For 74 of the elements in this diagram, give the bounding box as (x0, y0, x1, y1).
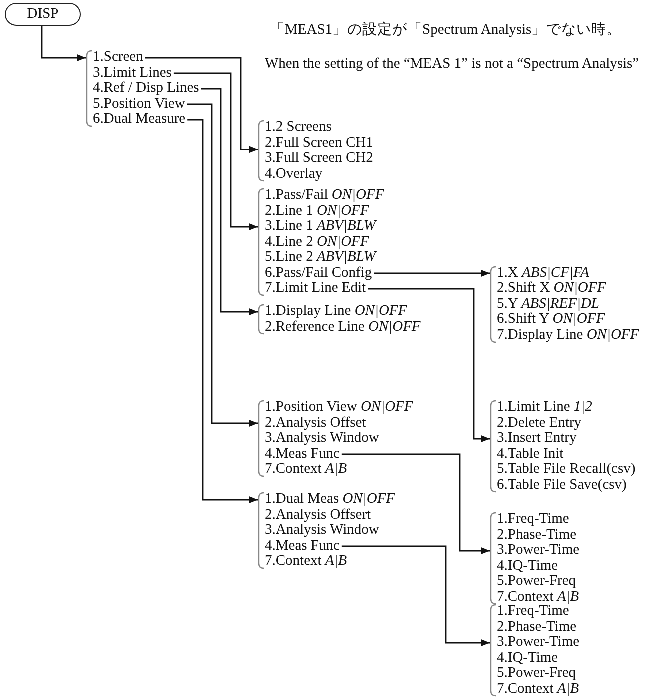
menu-item: 4.Table Init (497, 446, 564, 462)
menu-bracket (258, 188, 385, 297)
menu-item: 5.Position View (93, 96, 186, 112)
menu-item: 1.Limit Line 1|2 (497, 400, 592, 416)
menu-item: 4.Ref / Disp Lines (93, 81, 200, 97)
menu-item: 3.Line 1 ABV|BLW (265, 219, 376, 235)
menu-bracket (258, 120, 374, 182)
menu-item: 2.Analysis Offsert (265, 508, 372, 524)
menu-item: 2.Reference Line ON|OFF (265, 320, 421, 336)
menu-item: 5.Y ABS|REF|DL (497, 296, 600, 312)
arrow (374, 270, 490, 278)
arrow (201, 88, 258, 316)
menu-item: 2.Analysis Offset (265, 416, 366, 432)
menu-bracket (490, 604, 581, 698)
menu-bracket (490, 266, 640, 344)
menu-item: 4.IQ-Time (497, 558, 558, 574)
menu-bracket (258, 400, 414, 478)
arrow (342, 546, 490, 647)
menu-bracket (258, 492, 396, 570)
menu-item: 1.Position View ON|OFF (265, 400, 414, 416)
menu-item: 1.Dual Meas ON|OFF (265, 492, 396, 508)
arrow (41, 26, 86, 62)
menu-item: 2.Phase-Time (497, 528, 577, 544)
menu-item: 5.Line 2 ABV|BLW (265, 250, 376, 266)
menu-item: 6.Dual Measure (93, 112, 186, 128)
menu-item: 4.Meas Func (265, 446, 340, 462)
menu-item: 7.Context A|B (497, 590, 580, 606)
arrow (145, 57, 258, 154)
menu-item: 5.Power-Freq (497, 666, 576, 682)
menu-item: 3.Analysis Window (265, 431, 380, 447)
arrow (188, 119, 258, 504)
menu-bracket (490, 512, 581, 606)
menu-item: 4.Meas Func (265, 538, 340, 554)
menu-item: 1.Freq-Time (497, 604, 570, 620)
menu-item: 2.Full Screen CH1 (265, 136, 374, 152)
menu-item: 7.Context A|B (265, 554, 348, 570)
menu-item: 1.2 Screens (265, 120, 332, 136)
menu-item: 2.Delete Entry (497, 416, 582, 432)
menu-item: 7.Limit Line Edit (265, 281, 366, 297)
arrow (187, 104, 258, 428)
note-text: 「MEAS1」の設定が「Spectrum Analysis」でない時。 (270, 20, 622, 39)
menu-bracket (86, 50, 200, 128)
menu-item: 6.Shift Y ON|OFF (497, 312, 606, 328)
arrow (342, 454, 490, 555)
rounded-key-box: DISP (5, 3, 81, 26)
menu-item: 6.Table File Save(csv) (497, 478, 627, 494)
menu-item: 4.Overlay (265, 166, 323, 182)
menu-item: 5.Power-Freq (497, 574, 576, 590)
menu-item: 1.Screen (93, 50, 144, 66)
menu-item: 3.Insert Entry (497, 431, 577, 447)
menu-item: 2.Line 1 ON|OFF (265, 204, 370, 220)
menu-item: 1.X ABS|CF|FA (497, 266, 590, 282)
menu-item: 1.Freq-Time (497, 512, 570, 528)
menu-item: 3.Limit Lines (93, 66, 172, 82)
menu-item: 2.Shift X ON|OFF (497, 281, 606, 297)
arrow (368, 288, 490, 443)
menu-item: 7.Context A|B (497, 682, 580, 698)
menu-item: 4.IQ-Time (497, 650, 558, 666)
menu-item: 4.Line 2 ON|OFF (265, 234, 370, 250)
menu-item: 1.Pass/Fail ON|OFF (265, 188, 384, 204)
menu-item: 2.Phase-Time (497, 620, 577, 636)
note-text: When the setting of the “MEAS 1” is not a “Spectrum Analysis” (265, 56, 640, 73)
menu-item: 1.Display Line ON|OFF (265, 304, 408, 320)
menu-item: 3.Analysis Window (265, 523, 380, 539)
menu-bracket (490, 400, 637, 494)
menu-item: 7.Display Line ON|OFF (497, 328, 640, 344)
menu-item: 3.Power-Time (497, 635, 580, 651)
menu-item: 7.Context A|B (265, 462, 348, 478)
menu-item: 3.Power-Time (497, 543, 580, 559)
menu-bracket (258, 304, 422, 336)
menu-item: 6.Pass/Fail Config (265, 266, 372, 282)
menu-item: 5.Table File Recall(csv) (497, 462, 636, 478)
menu-item: 3.Full Screen CH2 (265, 151, 374, 167)
arrow (174, 72, 258, 231)
